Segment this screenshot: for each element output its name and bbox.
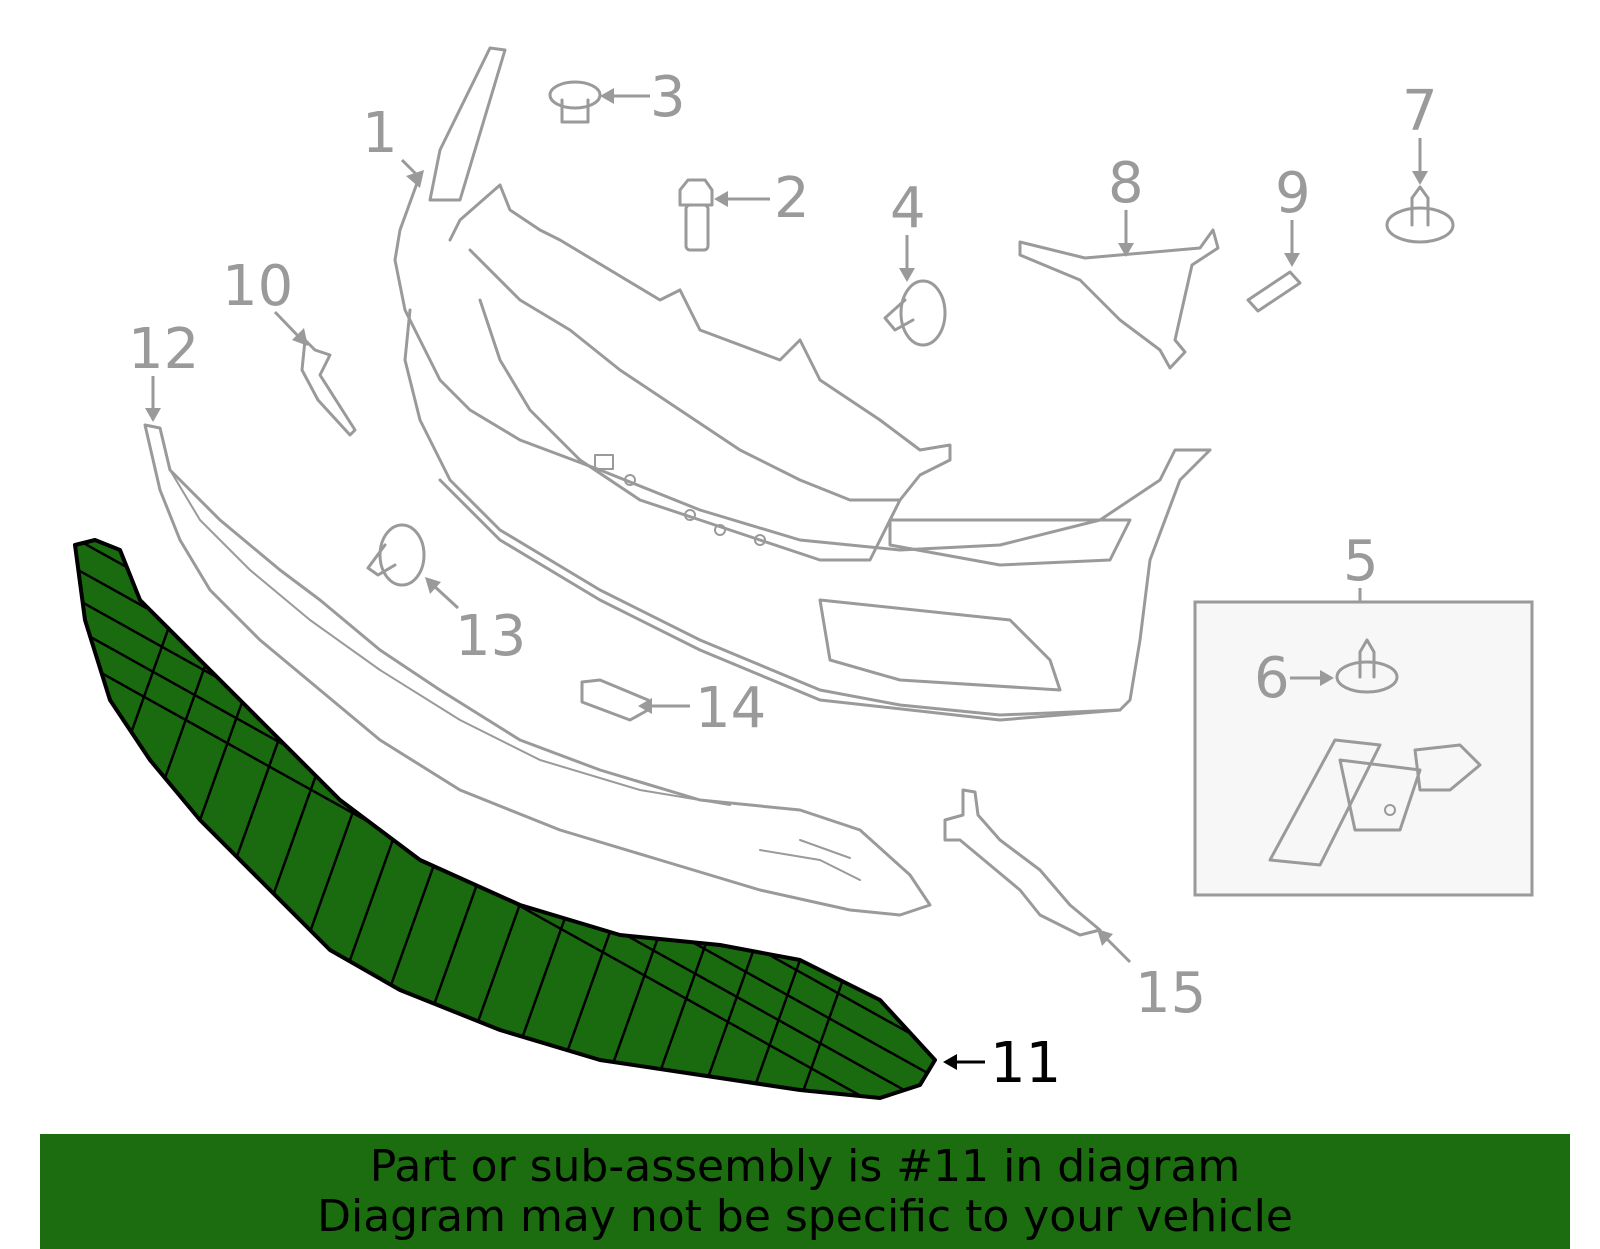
leader-lines	[145, 88, 1428, 1070]
callout-7: 7	[1402, 79, 1438, 144]
push-clip-part	[548, 80, 602, 124]
clip-part-4	[883, 279, 947, 347]
callout-8: 8	[1108, 151, 1144, 216]
lower-grille-part-11	[73, 538, 937, 1100]
callout-12: 12	[128, 317, 199, 382]
bolt-part	[678, 178, 714, 252]
callout-15: 15	[1135, 961, 1206, 1026]
trim-piece-part-10	[300, 338, 357, 437]
callout-14: 14	[695, 676, 766, 741]
banner-line-part-number: Part or sub-assembly is #11 in diagram	[369, 1140, 1241, 1192]
callout-2: 2	[774, 166, 810, 231]
push-pin-part-6	[1335, 638, 1399, 694]
callout-13: 13	[455, 604, 526, 669]
clip-part-13	[366, 523, 426, 587]
bracket-kit-box	[1193, 600, 1534, 897]
callout-11: 11	[990, 1031, 1061, 1096]
callout-10: 10	[222, 254, 293, 319]
callout-1: 1	[362, 101, 398, 166]
pin-part-9	[1246, 270, 1302, 313]
bumper-cover-part	[393, 46, 1212, 722]
callout-4: 4	[890, 176, 926, 241]
banner-line-disclaimer: Diagram may not be specific to your vehi…	[317, 1190, 1293, 1242]
bracket-part-15	[943, 788, 1102, 937]
pad-part-14	[580, 678, 650, 722]
callout-6: 6	[1254, 646, 1290, 711]
bracket-part-8	[1018, 228, 1220, 370]
callout-3: 3	[650, 65, 686, 130]
callout-9: 9	[1275, 161, 1311, 226]
info-banner: Part or sub-assembly is #11 in diagram D…	[40, 1134, 1570, 1249]
lower-trim-part-12	[143, 423, 932, 917]
push-pin-part-7	[1385, 185, 1455, 244]
callout-5: 5	[1343, 529, 1379, 594]
